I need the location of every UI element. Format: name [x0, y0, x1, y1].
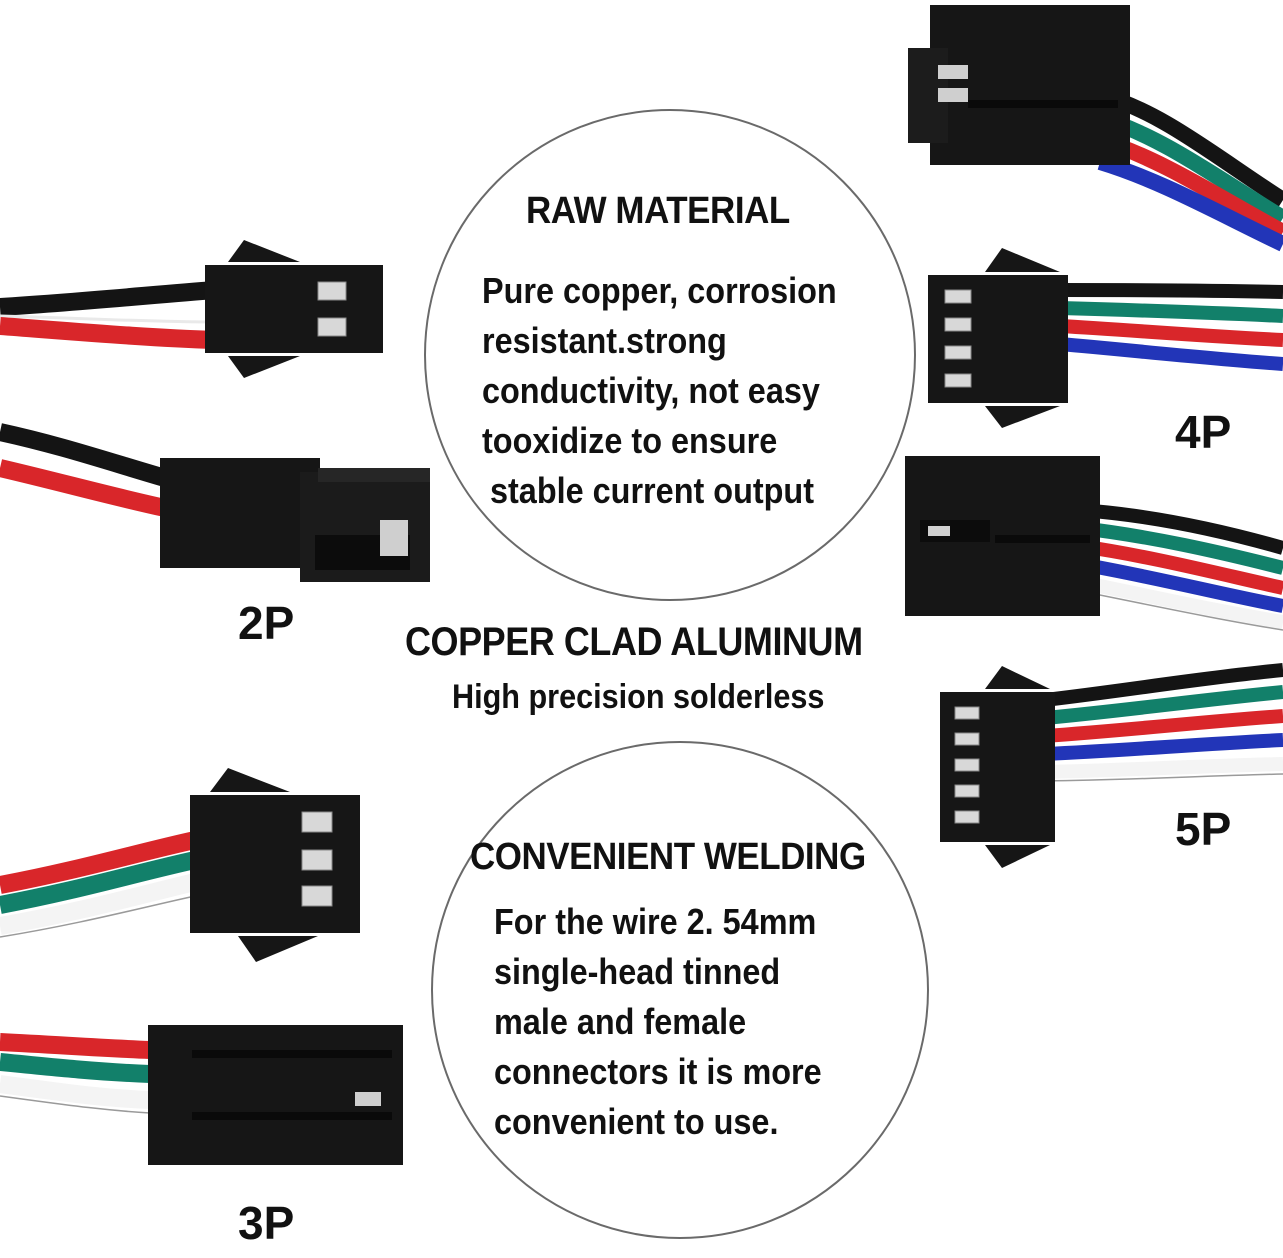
convenient-welding-line-2: single-head tinned [494, 951, 781, 992]
connector-5p-icon [940, 663, 1283, 868]
label-2p: 2P [238, 597, 295, 649]
convenient-welding-line-4: connectors it is more [494, 1051, 822, 1092]
copper-clad-aluminum-title: COPPER CLAD ALUMINUM [405, 620, 863, 664]
copper-clad-aluminum-subtitle: High precision solderless [452, 678, 825, 716]
label-3p: 3P [238, 1197, 295, 1249]
raw-material-line-1: Pure copper, corrosion [482, 270, 837, 311]
convenient-welding-line-3: male and female [494, 1001, 747, 1042]
label-5p: 5P [1175, 803, 1232, 855]
raw-material-line-5: stable current output [490, 470, 815, 511]
raw-material-circle [424, 109, 916, 601]
connector-5p-male-icon [905, 456, 1283, 631]
raw-material-title: RAW MATERIAL [526, 190, 790, 232]
connector-2p-male-icon [0, 423, 430, 582]
connector-4p-icon [928, 248, 1283, 428]
raw-material-line-3: conductivity, not easy [482, 370, 820, 411]
connector-3p-icon [0, 768, 360, 962]
raw-material-line-2: resistant.strong [482, 320, 727, 361]
connector-4p-male-icon [908, 5, 1283, 252]
connector-2p-icon [0, 240, 383, 378]
convenient-welding-line-5: convenient to use. [494, 1101, 779, 1142]
convenient-welding-title: CONVENIENT WELDING [470, 836, 866, 878]
label-4p: 4P [1175, 406, 1232, 458]
convenient-welding-line-1: For the wire 2. 54mm [494, 901, 817, 942]
convenient-welding-circle [431, 741, 929, 1239]
raw-material-line-4: tooxidize to ensure [482, 420, 778, 461]
connector-3p-male-icon [0, 1025, 403, 1165]
